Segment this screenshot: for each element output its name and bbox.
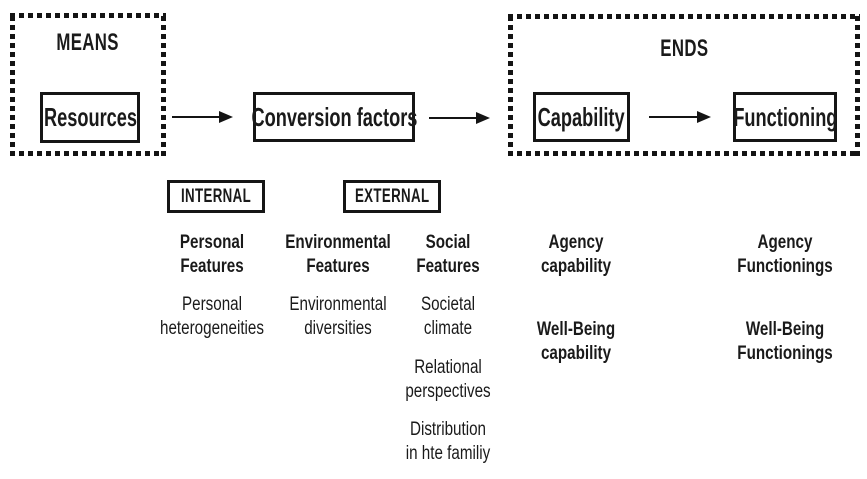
column-functioning-header: Agency Functionings — [700, 231, 867, 279]
text-line: Functionings — [737, 343, 833, 364]
column-social-header: Social Features — [363, 231, 533, 279]
text-line: climate — [423, 318, 473, 339]
external-tag: EXTERNAL — [343, 180, 441, 213]
arrowhead-icon — [219, 110, 233, 123]
arrow-conversion-to-capability — [429, 110, 490, 126]
text-line: in hte familiy — [405, 443, 491, 464]
arrowhead-icon — [476, 111, 490, 124]
column-capability-item: Well-Being capability — [491, 318, 661, 366]
resources-node: Resources — [40, 92, 140, 143]
text-line: Social — [425, 232, 471, 253]
ends-label-text: ENDS — [659, 35, 709, 62]
text-line: perspectives — [405, 381, 491, 402]
column-social-item-relational: Relational perspectives — [363, 356, 533, 404]
external-tag-label: EXTERNAL — [354, 185, 430, 207]
arrow-shaft — [172, 115, 222, 119]
capability-node: Capability — [533, 92, 630, 142]
column-environmental-item: Environmental diversities — [253, 293, 423, 341]
column-social-item-distribution: Distribution in hte familiy — [363, 418, 533, 466]
text-line: Features — [306, 256, 370, 277]
resources-node-label: Resources — [43, 102, 137, 132]
column-functioning-item: Well-Being Functionings — [700, 318, 867, 366]
text-line: Environmental — [285, 232, 391, 253]
text-line: Well-Being — [536, 319, 616, 340]
means-label-text: MEANS — [56, 29, 120, 56]
text-line: capability — [540, 256, 612, 277]
arrow-capability-to-functioning — [649, 109, 711, 125]
functioning-node: Functioning — [733, 92, 837, 142]
arrow-resources-to-conversion — [172, 109, 233, 125]
internal-tag: INTERNAL — [167, 180, 265, 213]
column-personal-item: Personal heterogeneities — [127, 293, 297, 341]
text-line: Personal — [182, 294, 242, 315]
text-line: Agency — [548, 232, 604, 253]
arrow-shaft — [429, 116, 479, 120]
text-line: Agency — [757, 232, 813, 253]
means-label: MEANS — [10, 29, 166, 57]
conversion-factors-node: Conversion factors — [251, 92, 417, 142]
arrowhead-icon — [697, 110, 711, 123]
text-line: Societal — [420, 294, 476, 315]
text-line: Features — [416, 256, 480, 277]
capability-node-label: Capability — [538, 101, 625, 132]
column-capability-header: Agency capability — [491, 231, 661, 279]
text-line: Well-Being — [745, 319, 825, 340]
column-environmental-header: Environmental Features — [253, 231, 423, 279]
text-line: Features — [180, 256, 244, 277]
text-line: capability — [540, 343, 612, 364]
column-personal-header: Personal Features — [127, 231, 297, 279]
conversion-factors-node-label: Conversion factors — [251, 101, 417, 132]
text-line: Personal — [179, 232, 245, 253]
text-line: Functionings — [737, 256, 833, 277]
text-line: diversities — [304, 318, 372, 339]
column-social-item-societal: Societal climate — [363, 293, 533, 341]
text-line: Relational — [414, 357, 482, 378]
internal-tag-label: INTERNAL — [180, 185, 252, 207]
text-line: Environmental — [289, 294, 387, 315]
ends-label: ENDS — [508, 35, 860, 63]
arrow-shaft — [649, 115, 700, 119]
text-line: heterogeneities — [160, 318, 264, 339]
functioning-node-label: Functioning — [732, 101, 838, 132]
text-line: Distribution — [409, 419, 487, 440]
